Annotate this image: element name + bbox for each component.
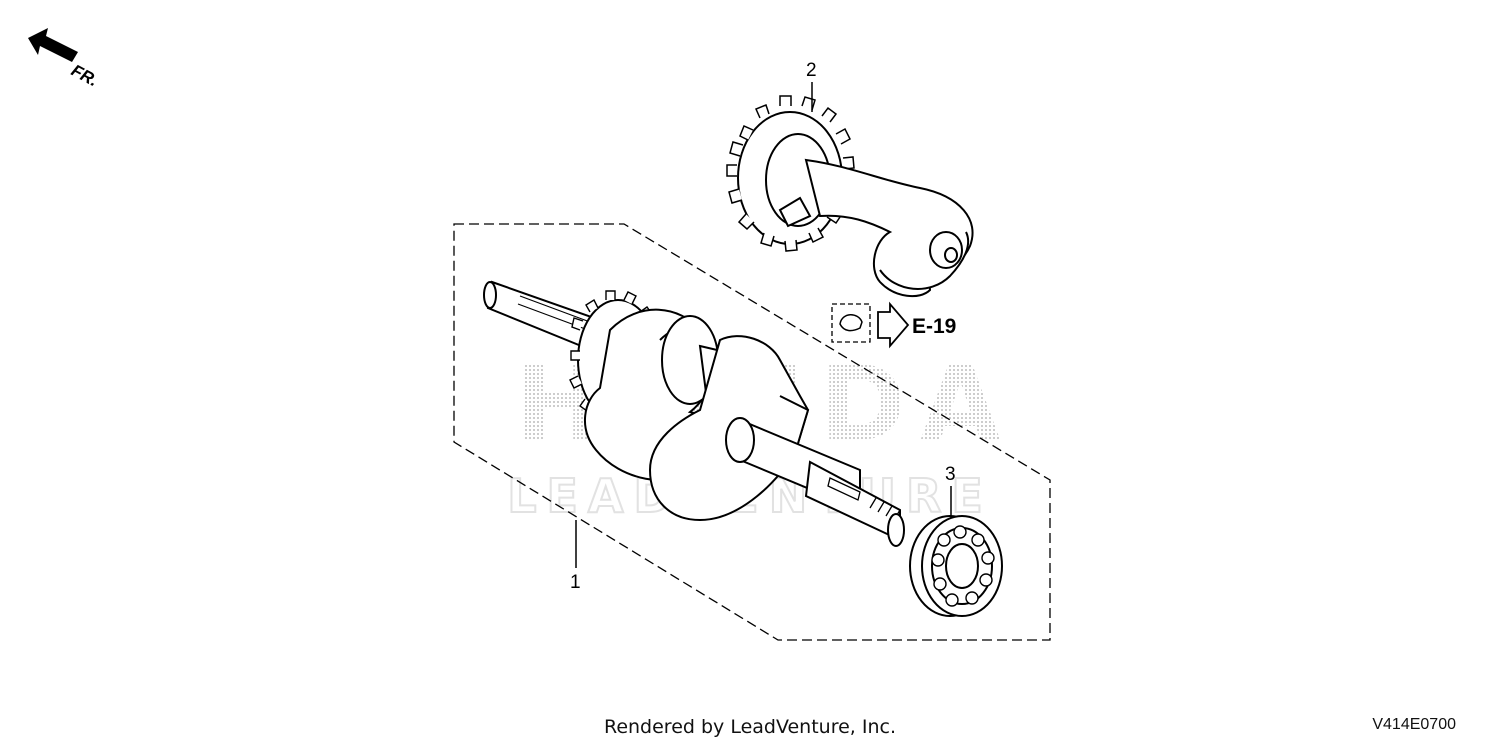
diagram-code: V414E0700 [1372, 716, 1456, 733]
key-reference: E-19 [831, 301, 956, 349]
balancer-shaft-illustration [726, 95, 974, 298]
footer-credit: Rendered by LeadVenture, Inc. [603, 716, 897, 738]
callout-number-2: 2 [806, 60, 817, 81]
assembly-boundary [453, 223, 1051, 641]
callout-number-1: 1 [570, 572, 581, 593]
callout-number-3: 3 [945, 464, 956, 485]
woodruff-key-icon [839, 314, 863, 332]
crankshaft-illustration [483, 280, 905, 547]
reference-arrow-icon [877, 301, 910, 349]
front-arrow-icon [28, 28, 78, 62]
front-label: FR. [68, 61, 101, 91]
callouts: 1 2 3 [570, 60, 956, 593]
bearing-illustration [909, 515, 1003, 617]
front-direction-indicator: FR. [28, 28, 101, 90]
key-reference-box [831, 303, 871, 343]
reference-label: E-19 [912, 315, 956, 338]
